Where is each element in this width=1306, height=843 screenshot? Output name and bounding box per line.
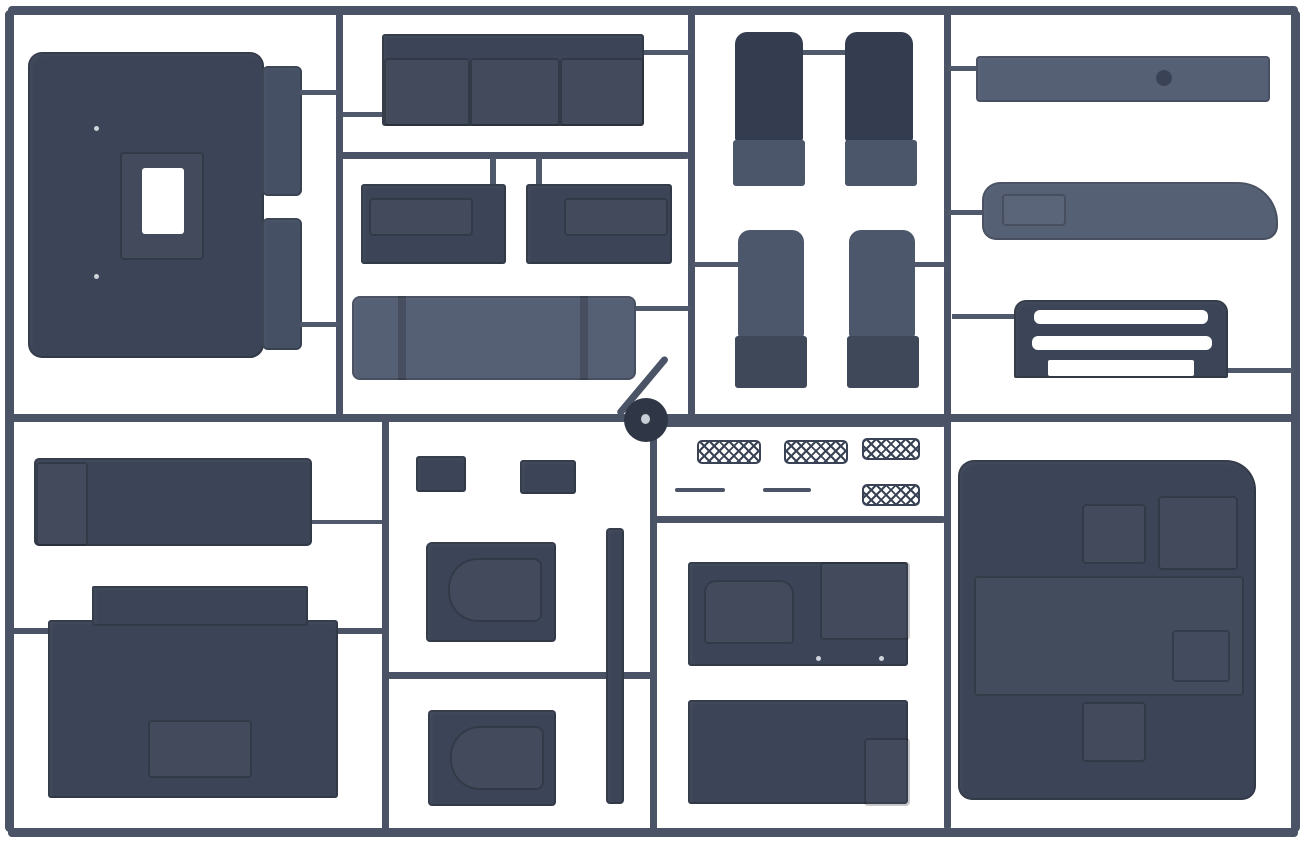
gate [312, 520, 382, 524]
runner-h-right-low [654, 516, 946, 523]
grille-opening-upper [1034, 310, 1208, 324]
t-bar-1 [675, 488, 725, 492]
pin-mark [94, 274, 99, 279]
shelf-bay [470, 58, 560, 126]
runner-v2 [688, 10, 695, 420]
pillow [36, 462, 88, 546]
frame-top [8, 6, 1298, 15]
gate [536, 158, 542, 184]
instrument-bay [1002, 194, 1066, 226]
gate [948, 66, 976, 71]
window-opening [142, 168, 184, 234]
grille-frame [1014, 300, 1228, 378]
pedal-bracket-right [520, 460, 576, 494]
seat-upholstered-left [735, 32, 803, 142]
cabinet-drawer [820, 562, 910, 640]
gate [300, 90, 338, 95]
gate [952, 314, 1014, 319]
gauge-hole [1156, 70, 1172, 86]
pin-mark [94, 126, 99, 131]
cab-floor-pan [958, 460, 1256, 800]
seat-upholstered-right [845, 32, 913, 142]
cab-back-panel-top [92, 586, 308, 626]
cabinet-door [704, 580, 794, 644]
frame-bottom [8, 828, 1298, 837]
runner-h-right-hub [654, 420, 946, 427]
floor-tread [1158, 496, 1238, 570]
gate [490, 158, 496, 184]
side-cabinet-lower [688, 700, 910, 806]
t-bar-2 [763, 488, 811, 492]
seat-base-left [733, 140, 805, 186]
door-inner-panel-lower [428, 710, 556, 806]
cabinet-drawer [864, 738, 910, 806]
bench-cushion [352, 296, 636, 380]
gate [300, 322, 338, 327]
cab-side-flange-upper [262, 66, 302, 196]
runner-v5 [650, 420, 657, 832]
runner-v4 [382, 418, 389, 832]
strap [580, 296, 588, 380]
cab-side-flange-lower [262, 218, 302, 350]
armrest [564, 198, 668, 236]
seat-highback-right [849, 230, 915, 338]
gate [342, 112, 382, 117]
dashboard-console [982, 182, 1278, 240]
seat-base-right [845, 140, 917, 186]
grille-opening-middle [1032, 336, 1212, 350]
gate [1228, 368, 1294, 373]
door-pocket [448, 558, 542, 622]
door-panel-right [526, 184, 672, 264]
gate [692, 262, 738, 267]
gate [636, 306, 690, 311]
mesh-plate-1 [697, 440, 761, 464]
cab-rear-wall [28, 52, 264, 358]
gate [803, 50, 845, 55]
sprue-hub [624, 398, 668, 442]
runner-h-center [340, 152, 690, 159]
window-surround [120, 152, 204, 260]
shelf-bay [384, 58, 470, 126]
mesh-plate-2 [784, 440, 848, 464]
floor-recess [1082, 504, 1146, 564]
door-pocket [450, 726, 544, 790]
grille-opening-lower [1048, 360, 1194, 376]
cab-back-panel [48, 620, 338, 798]
tunnel-block [1172, 630, 1230, 682]
gate [915, 262, 945, 267]
runner-v1 [336, 10, 343, 420]
dashboard-upper [976, 56, 1270, 102]
panel-recess [148, 720, 252, 778]
runner-h-bc [386, 672, 656, 679]
door-inner-panel-upper [426, 542, 556, 642]
mesh-plate-3 [862, 438, 920, 460]
bunk-mattress [34, 458, 312, 546]
pedal-bracket-left [416, 456, 466, 492]
floor-recess [1082, 702, 1146, 762]
mesh-plate-4 [862, 484, 920, 506]
door-panel-left [361, 184, 506, 264]
seat-highback-base-right [847, 336, 919, 388]
armrest [369, 198, 473, 236]
seat-highback-base-left [735, 336, 807, 388]
side-cabinet-upper [688, 562, 910, 666]
strap [398, 296, 406, 380]
pin-hole [816, 656, 821, 661]
shelf-bay [560, 58, 644, 126]
dashboard-shelf [382, 34, 644, 126]
gate [948, 210, 982, 215]
side-rail [606, 528, 624, 804]
seat-highback-left [738, 230, 804, 338]
gate [644, 50, 690, 55]
runner-v3 [944, 10, 951, 830]
pin-hole [879, 656, 884, 661]
